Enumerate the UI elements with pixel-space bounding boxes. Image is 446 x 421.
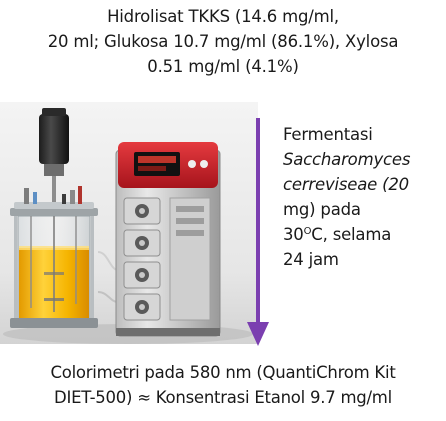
- measurement-result: Colorimetri pada 580 nm (QuantiChrom Kit…: [0, 360, 446, 410]
- hydrolysate-line-2: 20 ml; Glukosa 10.7 mg/ml (86.1%), Xylos…: [47, 32, 399, 51]
- temperature-suffix: C, selama: [311, 225, 392, 244]
- result-line-2: DIET-500) ≈ Konsentrasi Etanol 9.7 mg/ml: [54, 388, 392, 407]
- fermentation-process: Fermentasi Saccharomyces cerreviseae (20…: [283, 122, 446, 272]
- process-organism-part: cerreviseae (20: [283, 175, 409, 194]
- process-line-5: 30OC, selama: [283, 222, 446, 247]
- process-line-3: cerreviseae (20: [283, 172, 446, 197]
- process-line-2: Saccharomyces: [283, 150, 411, 169]
- temperature-value: 30: [283, 225, 304, 244]
- process-line-6: 24 jam: [283, 250, 339, 269]
- hydrolysate-description: Hidrolisat TKKS (14.6 mg/ml, 20 ml; Gluk…: [0, 4, 446, 79]
- down-arrow-icon: [247, 118, 269, 346]
- hydrolysate-line-3: 0.51 mg/ml (4.1%): [147, 57, 299, 76]
- hydrolysate-line-1: Hidrolisat TKKS (14.6 mg/ml,: [107, 7, 339, 26]
- degree-superscript: O: [303, 226, 312, 237]
- controller-unit: [115, 142, 221, 337]
- bioreactor-illustration: [0, 102, 258, 344]
- process-line-1: Fermentasi: [283, 125, 373, 144]
- result-line-1: Colorimetri pada 580 nm (QuantiChrom Kit: [50, 363, 396, 382]
- fermenter-vessel: [10, 108, 119, 328]
- process-line-4: mg) pada: [283, 200, 361, 219]
